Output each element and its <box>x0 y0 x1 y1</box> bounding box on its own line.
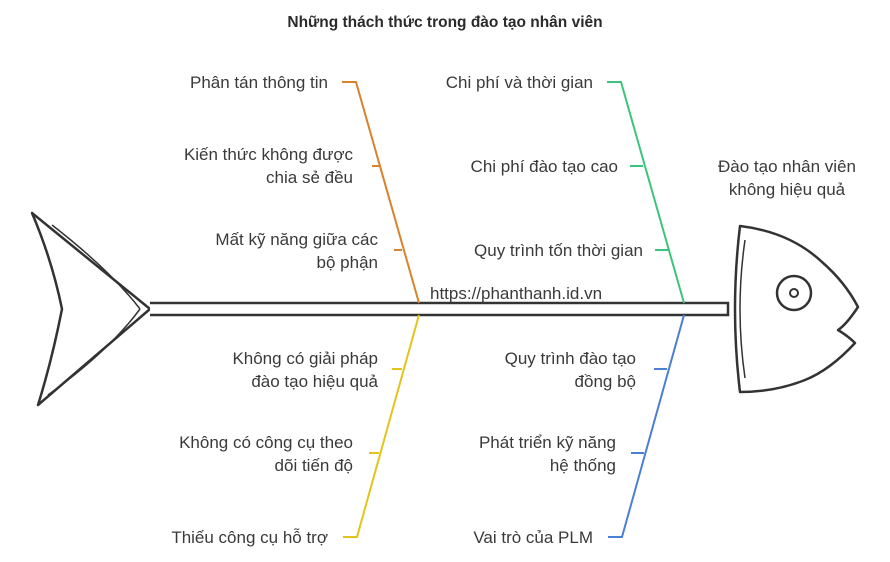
cause-label: Phát triển kỹ năng hệ thống <box>478 433 616 475</box>
cause-label: Quy trình đào tạo đồng bộ <box>504 349 636 391</box>
diagram-title: Những thách thức trong đào tạo nhân viên <box>287 14 603 31</box>
cause-label: Thiếu công cụ hỗ trợ <box>171 528 328 547</box>
cause-label: Kiến thức không được chia sẻ đều <box>183 145 353 187</box>
fish-spine <box>150 301 730 317</box>
fish-tail <box>30 211 152 407</box>
bone-bottom-left <box>343 314 420 538</box>
bone-bottom-right <box>608 314 685 538</box>
watermark-url: https://phanthanh.id.vn <box>430 284 603 303</box>
cause-label: Chi phí đào tạo cao <box>470 157 618 176</box>
fish-gill <box>739 239 746 379</box>
cause-label: Không có công cụ theo dõi tiến độ <box>179 433 353 475</box>
cause-label: Không có giải pháp đào tạo hiệu quả <box>232 349 378 391</box>
fish-tail-inner <box>47 224 141 396</box>
effect-label: Đào tạo nhân viên không hiệu quả <box>718 157 856 199</box>
cause-label: Mất kỹ năng giữa các bộ phận <box>215 230 378 272</box>
bone-top-right <box>607 81 685 304</box>
cause-label: Quy trình tốn thời gian <box>474 241 643 260</box>
cause-label: Phân tán thông tin <box>189 73 328 92</box>
cause-label: Vai trò của PLM <box>473 528 593 547</box>
cause-label: Chi phí và thời gian <box>445 73 593 92</box>
bone-top-left <box>342 81 420 304</box>
fish-pupil <box>789 288 799 298</box>
